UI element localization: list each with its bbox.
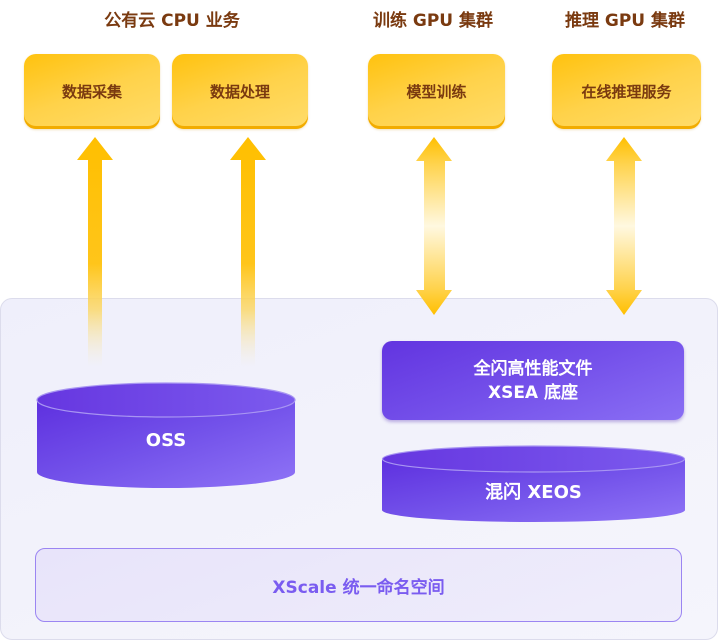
box-model-training: 模型训练 <box>368 54 505 129</box>
box-data-collection: 数据采集 <box>24 54 160 129</box>
xsea-label-line2: XSEA 底座 <box>487 382 579 403</box>
cylinder-oss-shape <box>36 382 296 488</box>
box-online-inference: 在线推理服务 <box>552 54 701 129</box>
box-label: 数据处理 <box>209 83 270 101</box>
heading-inference-gpu: 推理 GPU 集群 <box>564 11 686 31</box>
arrow-up-icon <box>230 137 266 367</box>
cylinder-oss: OSS <box>36 380 296 490</box>
arrow-bidirectional-icon <box>606 137 642 315</box>
box-data-processing: 数据处理 <box>172 54 308 129</box>
namespace-label: XScale 统一命名空间 <box>272 577 445 598</box>
xsea-label-line1: 全闪高性能文件 <box>473 358 593 379</box>
cylinder-label-xeos: 混闪 XEOS <box>485 482 582 503</box>
box-label: 数据采集 <box>61 83 122 101</box>
box-xsea: 全闪高性能文件 XSEA 底座 <box>382 341 684 420</box>
xscale-namespace: XScale 统一命名空间 <box>35 548 682 622</box>
arrow-bidirectional-icon <box>416 137 452 315</box>
box-label: 在线推理服务 <box>581 83 672 101</box>
cylinder-xeos: 混闪 XEOS <box>381 444 686 526</box>
heading-training-gpu: 训练 GPU 集群 <box>372 11 494 31</box>
cylinder-label-oss: OSS <box>145 430 187 451</box>
box-label: 模型训练 <box>406 83 467 101</box>
cylinder-xeos-shape <box>381 445 686 523</box>
heading-public-cloud-cpu: 公有云 CPU 业务 <box>104 11 240 31</box>
arrow-up-icon <box>77 137 113 367</box>
